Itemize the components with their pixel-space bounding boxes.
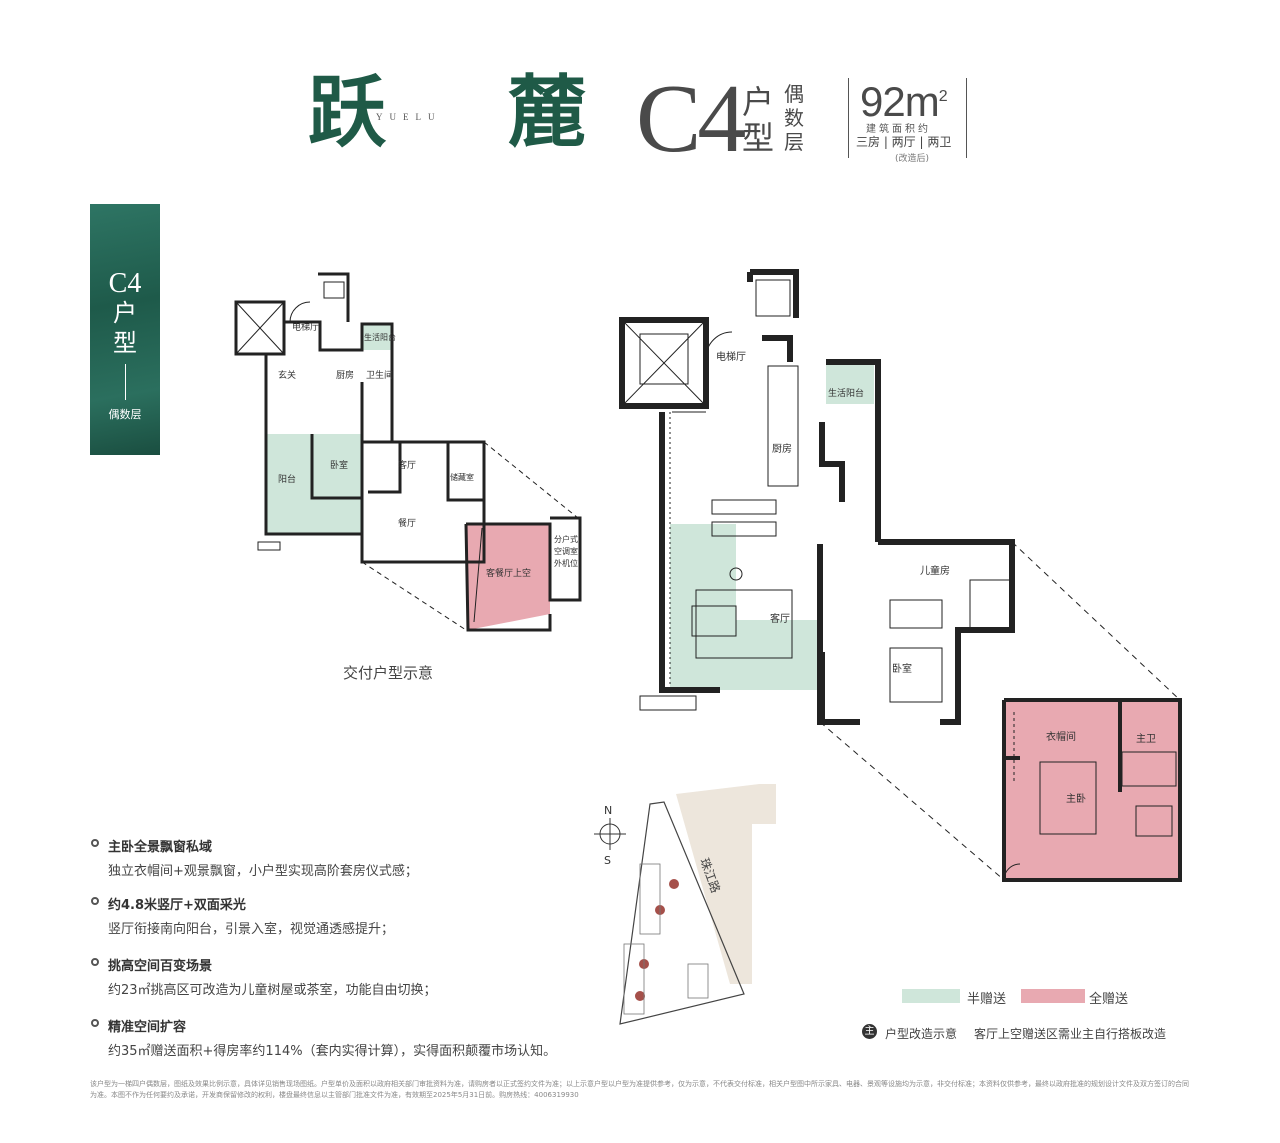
delivered-label-ac-2: 空调室 — [554, 546, 578, 556]
renovated-floor-plan: 电梯厅 生活阳台 厨房 儿童房 客厅 卧室 衣帽间 主卫 主卧 — [619, 269, 1182, 882]
legal-disclaimer: 该户型为一梯四户偶数层，图纸及效果比例示意，具体详见销售现场图纸。户型单价及面积… — [90, 1080, 1189, 1099]
legend-full-gift-swatch — [1021, 989, 1085, 1003]
feature-desc: 约23㎡挑高区可改造为儿童树屋或茶室，功能自由切换； — [108, 983, 437, 998]
delivered-label-kitchen: 厨房 — [336, 369, 354, 381]
main-label-master-bedroom: 主卧 — [1066, 792, 1086, 805]
main-label-utility-balcony: 生活阳台 — [828, 387, 864, 399]
feature-desc: 约35㎡赠送面积+得房率约114%（套内实得计算），实得面积颠覆市场认知。 — [108, 1044, 557, 1059]
side-tag-divider — [124, 364, 126, 400]
unit-code: C4 — [636, 65, 746, 173]
feature-title: 主卧全景飘窗私域 — [90, 836, 418, 855]
compass-icon — [594, 818, 626, 850]
road-strip — [676, 784, 776, 984]
feature-title: 精准空间扩容 — [90, 1016, 556, 1035]
compass-north: N — [604, 804, 612, 817]
delivered-void-fill — [466, 524, 550, 630]
delivered-label-elevator: 电梯厅 — [292, 321, 319, 333]
area-value: 92m2 — [860, 78, 948, 125]
delivered-label-entrance: 玄关 — [278, 369, 296, 381]
main-label-kids-room: 儿童房 — [920, 564, 950, 577]
note-void-remodel: 客厅上空赠送区需业主自行搭板改造 — [974, 1027, 1167, 1041]
unit-type-label: 户型 — [742, 83, 775, 157]
note-remodel: 户型改造示意 — [885, 1027, 958, 1041]
delivered-balcony-fill — [266, 434, 362, 534]
room-count: 三房 | 两厅 | 两卫 — [856, 135, 952, 149]
feature-desc: 竖厅衔接南向阳台，引景入室，视觉通透感提升； — [108, 922, 395, 937]
delivered-label-dining: 餐厅 — [398, 517, 416, 529]
feature-item: 主卧全景飘窗私域 独立衣帽间+观景飘窗，小户型实现高阶套房仪式感； — [90, 836, 418, 879]
main-label-master-bath: 主卫 — [1136, 733, 1156, 745]
feature-title: 挑高空间百变场景 — [90, 955, 437, 974]
feature-item: 挑高空间百变场景 约23㎡挑高区可改造为儿童树屋或茶室，功能自由切换； — [90, 955, 437, 998]
brand-char-1: 跃 — [308, 67, 387, 158]
header-divider-left — [848, 78, 849, 158]
delivered-plan-caption: 交付户型示意 — [343, 664, 434, 682]
side-tag-floor: 偶数层 — [108, 408, 142, 421]
side-tag-code: C4 — [108, 268, 142, 299]
legend-full-gift-label: 全赠送 — [1089, 992, 1129, 1007]
delivered-label-bedroom: 卧室 — [330, 459, 348, 471]
delivered-label-ac-1: 分户式 — [554, 534, 578, 544]
feature-item: 精准空间扩容 约35㎡赠送面积+得房率约114%（套内实得计算），实得面积颠覆市… — [90, 1016, 556, 1059]
site-location-map: N S 珠江路 — [594, 784, 776, 1025]
unit-side-tag: C4 户 型 偶数层 — [90, 204, 160, 455]
main-label-living: 客厅 — [770, 612, 790, 625]
legend-half-gift-label: 半赠送 — [967, 992, 1007, 1007]
main-half-gift-fill — [670, 524, 818, 690]
area-label: 建筑面积约 — [866, 124, 931, 135]
floor-type-label: 偶数层 — [784, 82, 804, 154]
note-icon: 主 — [862, 1024, 877, 1039]
main-utility-balcony-fill — [826, 362, 874, 404]
header-divider-right — [966, 78, 967, 158]
delivered-label-void: 客餐厅上空 — [486, 567, 531, 579]
main-label-elevator: 电梯厅 — [716, 350, 746, 363]
main-label-bedroom: 卧室 — [892, 662, 912, 675]
side-tag-char2: 型 — [113, 329, 137, 357]
delivered-label-utility-balcony: 生活阳台 — [364, 332, 396, 342]
main-label-closet: 衣帽间 — [1046, 730, 1076, 743]
delivered-label-storage: 储藏室 — [450, 472, 474, 482]
side-tag-char1: 户 — [113, 299, 137, 327]
delivered-floor-plan: 电梯厅 生活阳台 玄关 厨房 卫生间 阳台 卧室 客厅 储藏室 餐厅 客餐厅上空… — [234, 272, 582, 632]
feature-item: 约4.8米竖厅+双面采光 竖厅衔接南向阳台，引景入室，视觉通透感提升； — [90, 894, 394, 937]
delivered-label-ac-3: 外机位 — [554, 558, 578, 568]
remodel-note: (改造后) — [895, 154, 930, 164]
feature-title: 约4.8米竖厅+双面采光 — [90, 894, 394, 913]
main-label-kitchen: 厨房 — [772, 442, 792, 455]
legend-half-gift-swatch — [902, 989, 960, 1003]
brand-subtitle: YUELU — [376, 112, 442, 122]
delivered-label-living: 客厅 — [398, 459, 416, 471]
delivered-label-balcony: 阳台 — [278, 473, 296, 485]
delivered-elevator — [234, 300, 286, 356]
delivered-utility-balcony-fill — [362, 324, 392, 350]
delivered-label-bathroom: 卫生间 — [366, 369, 393, 381]
master-suite-full-gift-fill — [1004, 700, 1180, 880]
brand-char-2: 麓 — [508, 67, 587, 158]
feature-desc: 独立衣帽间+观景飘窗，小户型实现高阶套房仪式感； — [108, 864, 418, 879]
site-buildings — [635, 879, 679, 1001]
site-boundary — [619, 801, 745, 1025]
main-elevator — [619, 317, 709, 409]
compass-south: S — [604, 854, 611, 867]
